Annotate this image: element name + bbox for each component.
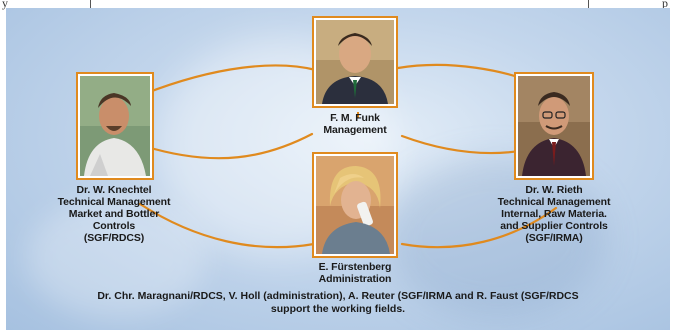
person-role: Management [323,124,387,136]
top-text-fragment-right: p [662,0,668,10]
footer-note: Dr. Chr. Maragnani/RDCS, V. Holl (admini… [6,290,670,316]
person-photo-icon [316,20,394,104]
organization-panel: F. M. Funk Management Dr. W. Knechtel Te… [6,8,670,330]
connector-arc [400,206,558,249]
person-name: Dr. W. Knechtel [76,184,152,196]
portrait-fuerstenberg [312,152,398,258]
connector-arc [142,64,318,96]
person-role: (SGF/IRMA) [525,232,583,244]
footer-line: Dr. Chr. Maragnani/RDCS, V. Holl (admini… [97,290,579,302]
person-role: Administration [318,273,392,285]
caption-knechtel: Dr. W. Knechtel Technical Management Mar… [48,184,180,244]
person-photo-icon [518,76,590,176]
portrait-funk [312,16,398,108]
person-name: E. Fürstenberg [318,261,392,273]
person-photo-icon [80,76,150,176]
footer-line: support the working fields. [270,303,406,315]
caption-funk: F. M. Funk Management [292,112,418,136]
connector-arc [138,202,316,249]
person-role: Internal, Raw Materia. [501,208,607,220]
person-role: Market and Bottler [68,208,160,220]
background-shape [26,198,206,318]
portrait-rieth [514,72,594,180]
top-text-fragment-left: y [2,0,8,10]
top-divider [588,0,589,8]
person-role: Technical Management [497,196,611,208]
person-name: Dr. W. Rieth [525,184,583,196]
person-role: Controls [92,220,136,232]
person-role: Technical Management [57,196,171,208]
person-role: (SGF/RDCS) [83,232,145,244]
top-strip: y p [0,0,676,10]
connector-arc [142,132,314,160]
caption-rieth: Dr. W. Rieth Technical Management Intern… [466,184,642,244]
caption-fuerstenberg: E. Fürstenberg Administration [286,261,424,285]
person-name: F. M. Funk [330,112,380,124]
person-photo-icon [316,156,394,254]
person-role: and Supplier Controls [500,220,608,232]
top-divider [90,0,91,8]
portrait-knechtel [76,72,154,180]
